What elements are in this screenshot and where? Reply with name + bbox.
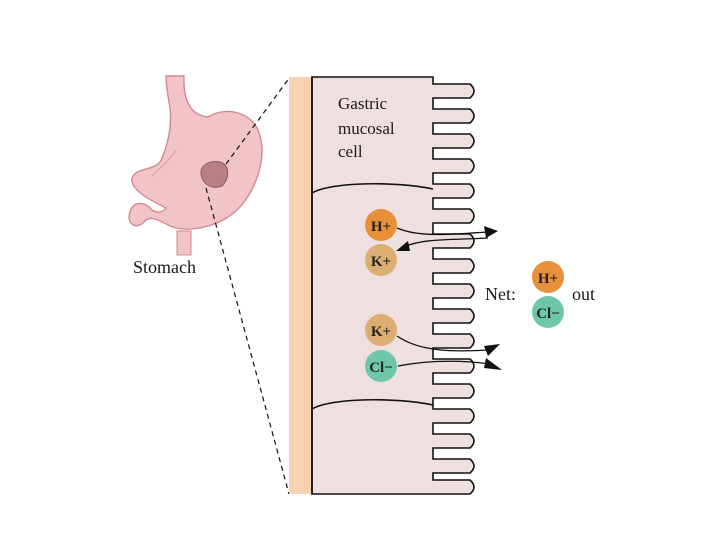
stomach-label: Stomach (133, 257, 196, 277)
stomach-body (128, 75, 263, 230)
ion-h-top: H+ (365, 209, 397, 241)
ion-cl-label: Cl− (369, 360, 393, 376)
net-ion-cl: Cl− (532, 296, 564, 328)
mucosa-panel: Gastric mucosal cell H+ K+ K+ (289, 76, 502, 495)
net-summary: Net: H+ Cl− out (485, 261, 595, 328)
cell-boundary-lower (311, 398, 434, 410)
ion-k-top: K+ (365, 244, 397, 276)
h-out-arrowhead (484, 226, 498, 238)
ion-h-label: H+ (371, 219, 391, 235)
net-ion-cl-circle (532, 296, 564, 328)
cell-layer (311, 76, 475, 495)
ion-k-bottom: K+ (365, 314, 397, 346)
ion-k-circle (365, 244, 397, 276)
cell-boundary-upper (311, 182, 434, 194)
zoom-line-top (225, 76, 291, 165)
gastric-mucosa-spot (200, 161, 229, 188)
cl-out-arrowhead (484, 358, 502, 370)
submucosa-strip (289, 77, 312, 494)
ion-k-label-2: K+ (371, 324, 391, 340)
ion-k-label: K+ (371, 254, 391, 270)
zoom-line-bottom (205, 187, 290, 495)
net-label: Net: (485, 284, 516, 304)
k-out-arrowhead (484, 344, 500, 356)
net-ion-h-label: H+ (538, 271, 558, 287)
h-out-arrow (396, 227, 489, 236)
k-in-arrowhead (396, 241, 410, 251)
cell-label: Gastric mucosal cell (338, 94, 399, 161)
net-ion-cl-label: Cl− (536, 306, 560, 322)
duodenum-stub (176, 230, 192, 256)
ion-cl-bottom: Cl− (365, 350, 397, 382)
ion-cl-circle (365, 350, 397, 382)
net-ion-h: H+ (532, 261, 564, 293)
ion-k-circle-2 (365, 314, 397, 346)
cl-out-arrow (397, 360, 491, 367)
ion-h-circle (365, 209, 397, 241)
stomach-illustration (128, 75, 291, 495)
k-out-arrow (396, 335, 489, 352)
net-ion-h-circle (532, 261, 564, 293)
out-label: out (572, 284, 595, 304)
stomach-fold (151, 149, 177, 177)
k-cl-cotransport-arrows (396, 335, 491, 367)
